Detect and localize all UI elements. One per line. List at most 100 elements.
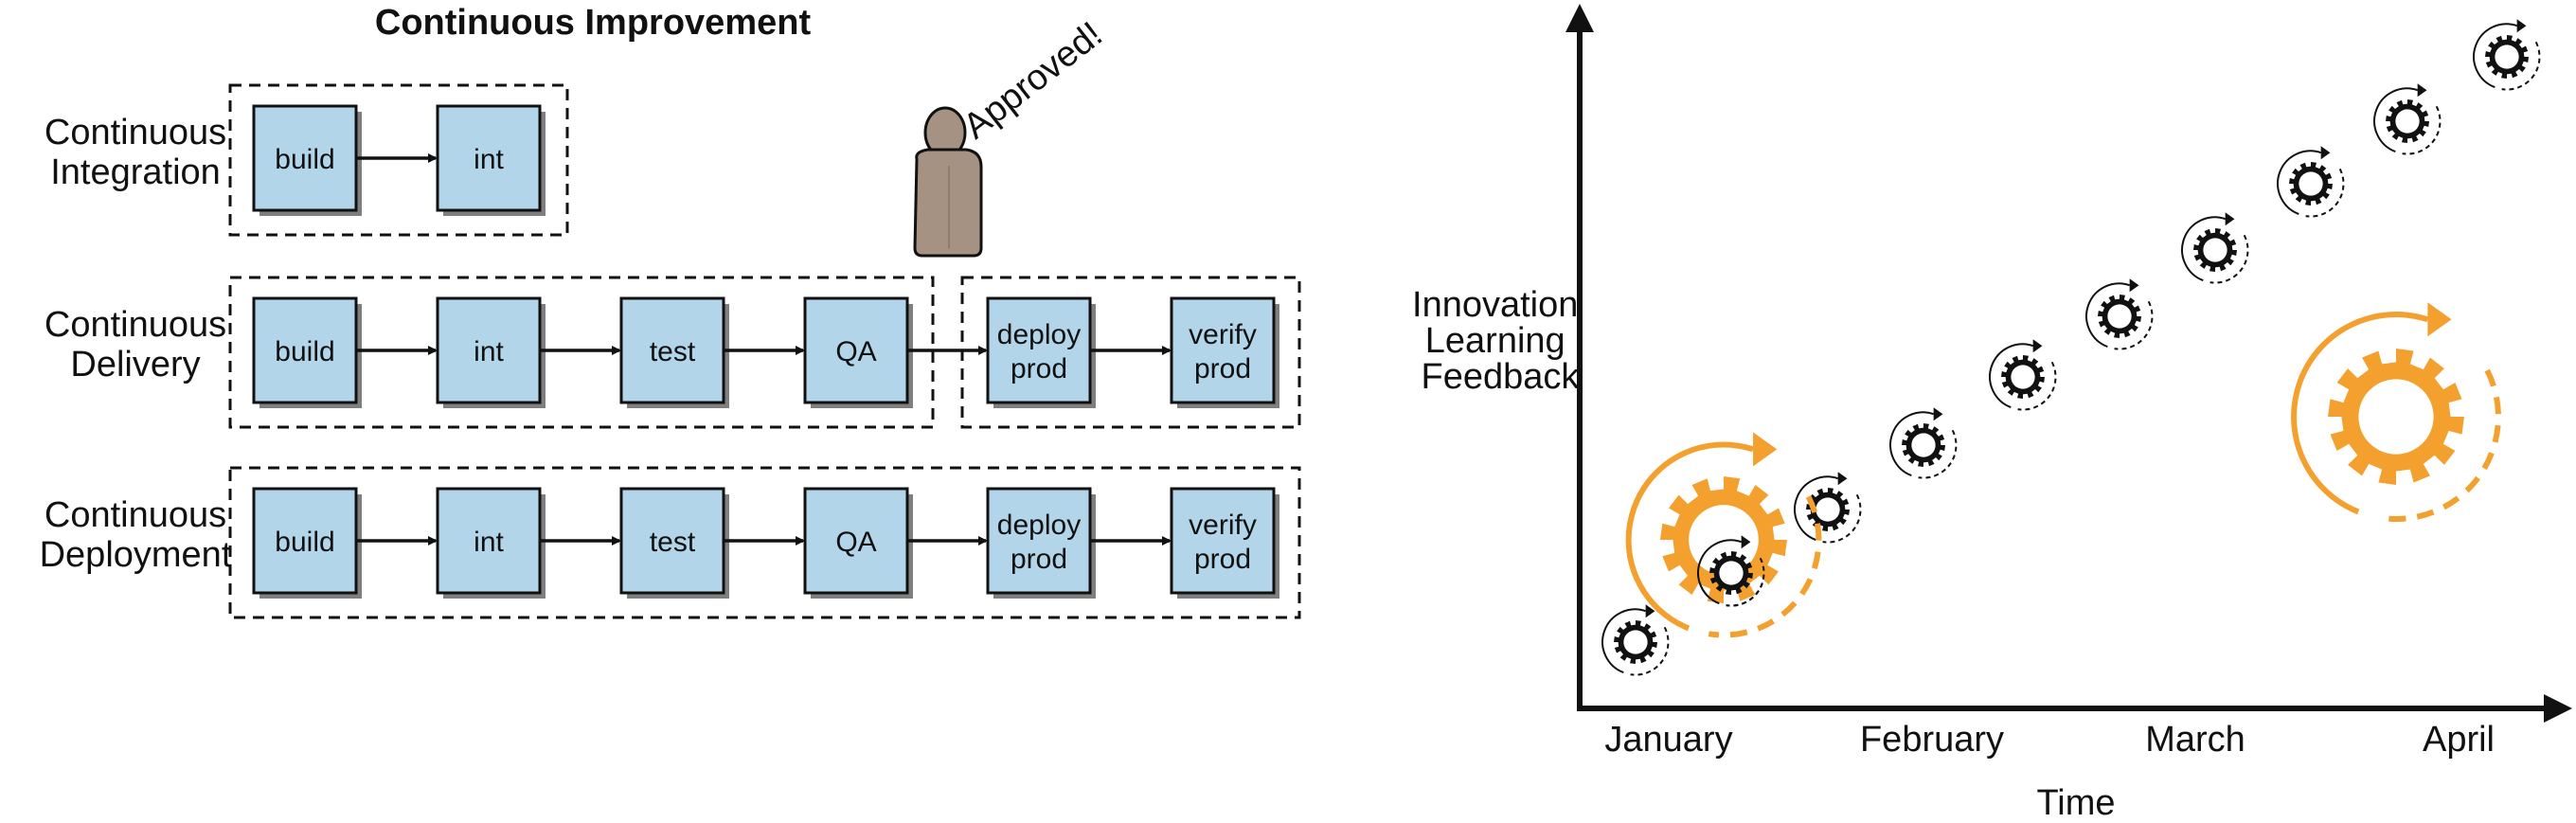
gear-icon: [1889, 407, 1958, 479]
step-label-line: QA: [835, 527, 876, 558]
gear-hole: [1623, 630, 1648, 654]
step-label-line: int: [474, 527, 504, 558]
gear-icon: [2181, 212, 2249, 284]
month-label-march: March: [2145, 720, 2245, 760]
approval-note: Approved!: [957, 14, 1110, 147]
refresh-arrow-icon: [1989, 343, 2034, 409]
step-box: QA: [803, 296, 913, 408]
step-label: test: [650, 527, 696, 558]
gear-hole: [2107, 304, 2132, 329]
step-box-rect: [1170, 296, 1276, 404]
refresh-arrow-icon: [2373, 87, 2419, 153]
month-label-january: January: [1604, 720, 1732, 760]
gear-icon: [1601, 604, 1670, 676]
gear-icon: [1794, 472, 1862, 544]
refresh-dashed-arc: [1822, 493, 1862, 544]
step-box: build: [252, 296, 362, 408]
gear-hole: [2358, 379, 2434, 455]
refresh-arrow-icon: [2291, 312, 2429, 515]
y-axis-label-line: Innovation: [1412, 285, 1578, 325]
refresh-dashed-arc: [1708, 495, 1822, 638]
refresh-dashed-arc: [1630, 626, 1670, 676]
refresh-dashed-arc: [2114, 300, 2154, 350]
pipeline-label-line: Continuous: [45, 305, 226, 345]
gear-icon: [1625, 432, 1822, 638]
refresh-arrowhead: [2129, 278, 2139, 293]
refresh-dashed-arc: [2017, 361, 2057, 411]
step-label-line: int: [474, 144, 504, 175]
step-label-line: QA: [835, 336, 876, 367]
step-label: int: [474, 144, 504, 175]
refresh-arrowhead: [1645, 604, 1655, 618]
step-box-rect: [986, 296, 1092, 404]
refresh-arrow-icon: [1625, 441, 1755, 632]
x-axis-arrowhead: [2544, 694, 2572, 723]
refresh-arrowhead: [2225, 212, 2235, 226]
gear-icon: [2373, 83, 2442, 155]
step-label-line: prod: [1194, 544, 1251, 575]
refresh-dashed-arc: [2402, 105, 2442, 155]
refresh-arrow-icon: [1794, 475, 1839, 542]
person-icon: [913, 106, 983, 258]
step-box-rect: [252, 296, 358, 404]
refresh-arrowhead: [1837, 472, 1848, 486]
gear-icon: [1989, 339, 2057, 411]
step-box: int: [436, 487, 546, 599]
gear-hole: [1719, 561, 1744, 585]
ci-group-border: [228, 83, 569, 237]
step-label-line: prod: [1011, 353, 1067, 385]
gear-hole: [1816, 497, 1840, 522]
refresh-arrow-icon: [1601, 608, 1647, 674]
month-label-april: April: [2423, 720, 2495, 760]
refresh-arrow-icon: [1697, 539, 1743, 605]
pipeline-label-line: Integration: [50, 152, 221, 192]
step-label-line: int: [474, 336, 504, 367]
step-box: int: [436, 296, 546, 408]
step-label: build: [275, 336, 334, 367]
step-box-rect: [803, 487, 909, 595]
pipeline-label-line: Delivery: [70, 345, 200, 385]
step-box-rect: [252, 104, 358, 212]
gear-icon: [2085, 278, 2154, 350]
pipeline-label-line: Continuous: [45, 495, 226, 535]
gear-hole: [2203, 238, 2227, 262]
step-label: QA: [835, 527, 876, 558]
refresh-dashed-arc: [2501, 41, 2541, 91]
refresh-arrowhead: [2417, 83, 2427, 98]
gear-icon: [2291, 302, 2501, 523]
refresh-dashed-arc: [1918, 429, 1958, 479]
gear-icon: [1697, 535, 1765, 607]
step-box-rect: [436, 104, 542, 212]
step-label-line: build: [275, 336, 334, 367]
diagram-title: Continuous Improvement: [375, 3, 812, 43]
step-box: QA: [803, 487, 913, 599]
delivery-auto-group-border: [228, 276, 935, 429]
refresh-arrowhead: [2032, 339, 2043, 353]
step-box-rect: [619, 487, 725, 595]
y-axis-arrowhead: [1565, 4, 1594, 32]
step-label-line: test: [650, 336, 696, 367]
step-label-line: prod: [1194, 353, 1251, 385]
step-box-rect: [1170, 487, 1276, 595]
step-label: test: [650, 336, 696, 367]
step-label-line: prod: [1011, 544, 1067, 575]
refresh-dashed-arc: [1726, 557, 1765, 607]
step-label: int: [474, 336, 504, 367]
refresh-dashed-arc: [2379, 368, 2501, 523]
step-box-rect: [803, 296, 909, 404]
step-box: test: [619, 296, 729, 408]
step-label-line: build: [275, 144, 334, 175]
step-box: int: [436, 104, 546, 216]
step-box: build: [252, 104, 362, 216]
